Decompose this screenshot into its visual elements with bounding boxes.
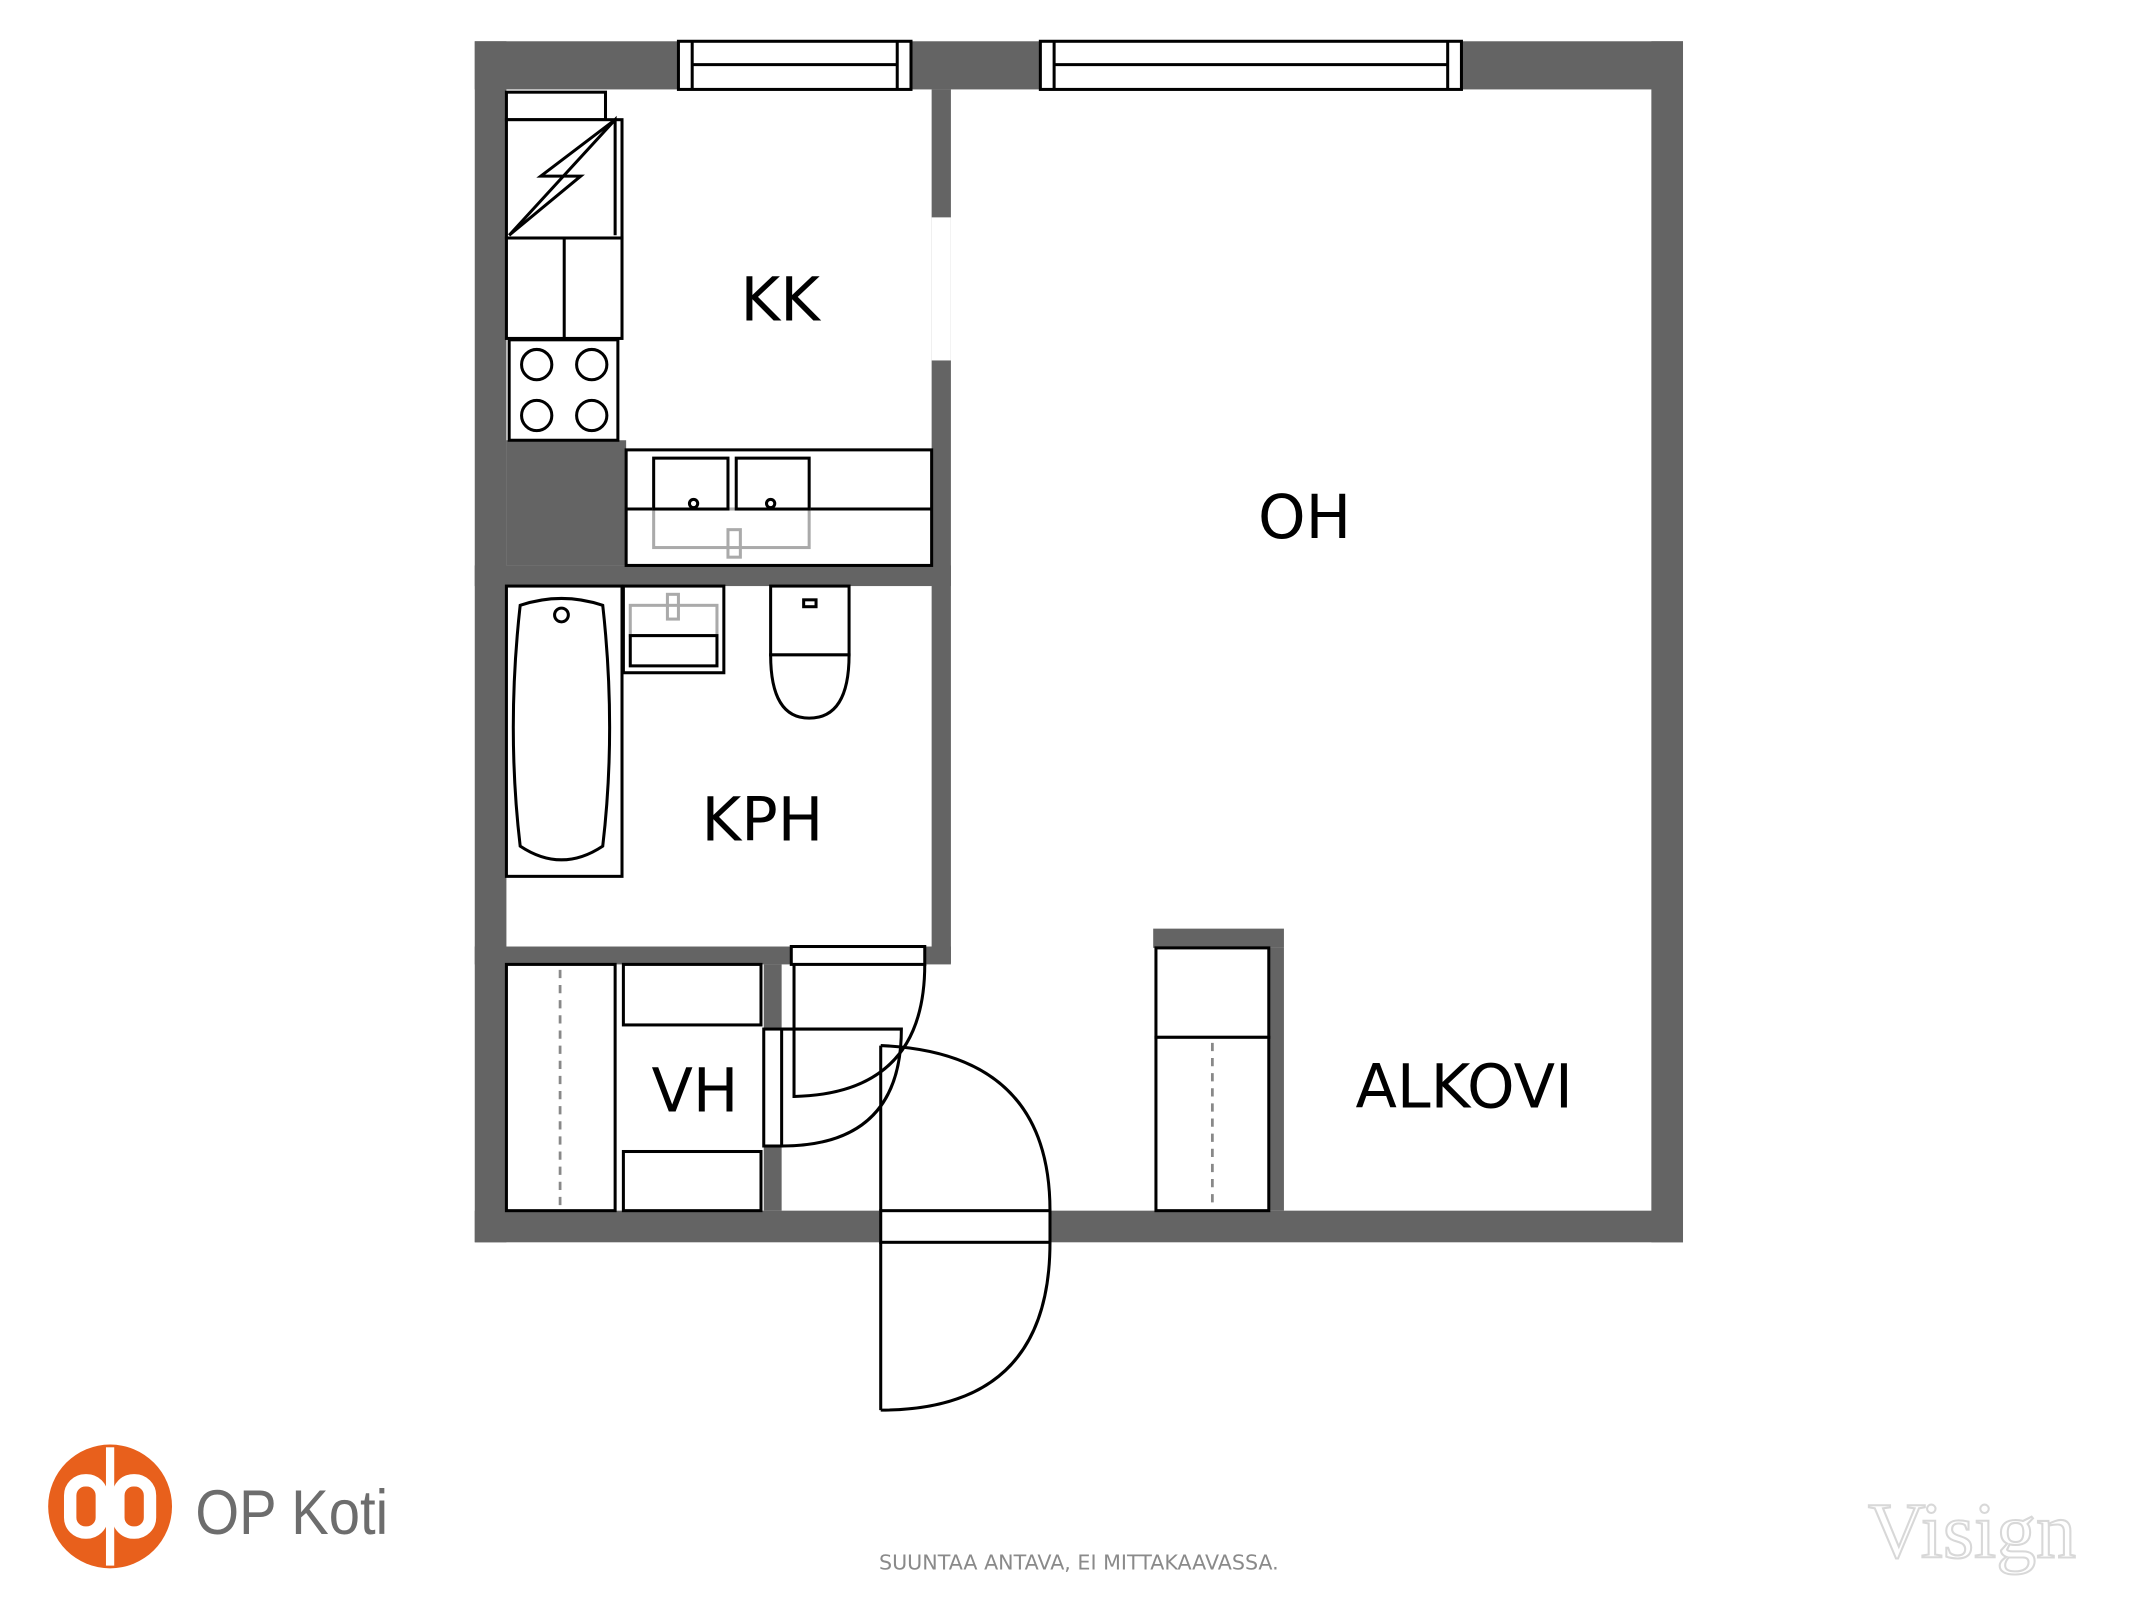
room-label-bathroom: KPH — [702, 786, 824, 856]
room-label-living-room: OH — [1258, 483, 1351, 553]
walls — [474, 41, 1684, 1243]
op-logo-icon — [48, 1444, 173, 1569]
room-label-alcove: ALKOVI — [1356, 1052, 1573, 1122]
disclaimer: SUUNTAA ANTAVA, EI MITTAKAAVASSA. — [879, 1551, 1279, 1575]
room-label-hallway: VH — [651, 1057, 738, 1127]
window-kitchen — [676, 39, 913, 91]
room-label-kitchen: KK — [741, 266, 822, 336]
window-living-room — [1038, 39, 1463, 91]
brand-name: OP Koti — [195, 1478, 388, 1548]
hallway-fixtures — [504, 945, 1271, 1412]
kitchen-fixtures — [504, 90, 934, 567]
visign-watermark: Visign — [1868, 1487, 2076, 1575]
bathroom-fixtures — [504, 584, 851, 878]
